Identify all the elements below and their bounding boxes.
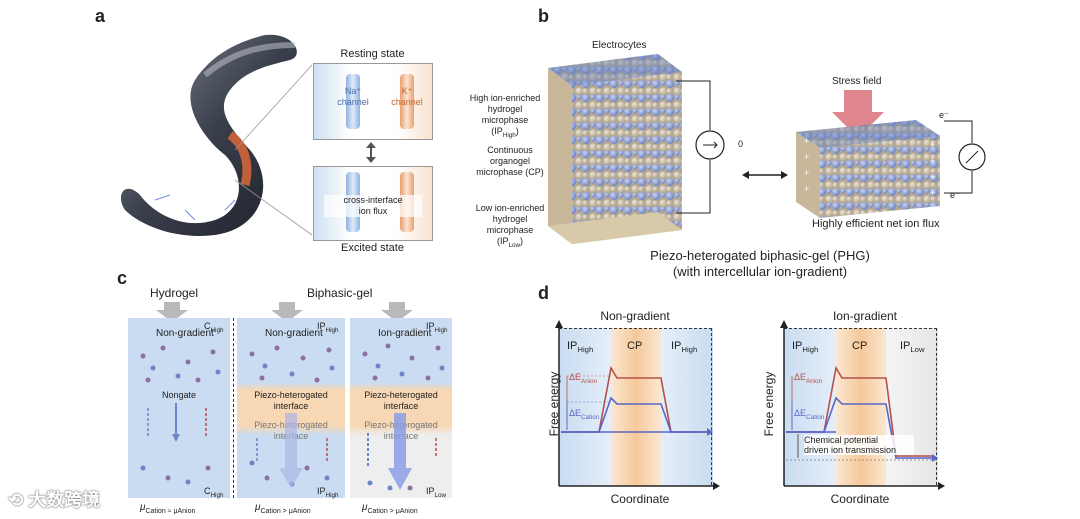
col3-ip-high: IPHigh (426, 321, 448, 334)
d-right-delta-anion: ΔEAnion (794, 372, 823, 385)
svg-text:+: + (930, 172, 935, 182)
hydrogel-heading: Hydrogel (150, 286, 199, 300)
svg-text:+: + (930, 188, 935, 198)
d-right-delta-cation: ΔECation (794, 408, 825, 421)
d-left-zone-label-3: IPHigh (671, 340, 698, 355)
d-left-zone-label-1: IPHigh (567, 340, 594, 355)
svg-text:+: + (804, 168, 809, 178)
col1-c-high: CHigh (204, 321, 224, 334)
d-left-zone-ip-high-2 (661, 328, 713, 486)
col3-interface-label: Piezo-heterogated interface (364, 390, 438, 411)
d-left-zone-cp (611, 328, 661, 486)
excited-state-title: Excited state (341, 242, 404, 254)
col1-nongate-label: Nongate (162, 390, 197, 400)
watermark: ⟲ 大数跨境 (8, 490, 101, 510)
switch-arrow-icon (742, 171, 788, 179)
d-left-ylabel: Free energy (547, 371, 561, 437)
col3-mu-relation: μCation > μAnion (362, 502, 418, 515)
d-right-energy-curves (786, 365, 938, 462)
resting-state-box: Na⁺ channel K⁺ channel (313, 63, 433, 140)
col3-top-label: Ion-gradient (378, 328, 432, 339)
k-channel-label: K⁺ channel (391, 86, 423, 107)
d-right-zone-ip-high (784, 328, 836, 486)
col2-ip-high: IPHigh (317, 321, 339, 334)
electron-label-bottom: e⁻ (950, 190, 960, 200)
d-right-note: Chemical potential driven ion transmissi… (804, 435, 914, 455)
cp-label: Continuous organogel microphase (CP) (476, 145, 544, 177)
biphasic-ion-gradient-column: Ion-gradient IPHigh Piezo-heterogated in… (350, 318, 452, 499)
d-left-energy-curves (561, 365, 713, 436)
d-right-zone-label-1: IPHigh (792, 340, 819, 355)
d-left-frame (559, 328, 712, 485)
svg-text:+: + (930, 140, 935, 150)
col2-ip-high-bottom: IPHigh (317, 486, 339, 499)
d-right-zone-label-2: CP (852, 340, 868, 352)
net-ion-flux-label: Highly efficient net ion flux (812, 218, 940, 230)
resting-circuit (676, 80, 725, 214)
d-left-plot: IPHigh CP IPHigh ΔEAnion ΔECation (559, 328, 713, 486)
d-right-title: Ion-gradient (832, 309, 898, 323)
electric-organ-label: Electric organ (176, 147, 209, 170)
col1-c-high-bottom: CHigh (204, 486, 224, 499)
excited-circuit (944, 120, 986, 194)
d-left-zone-label-2: CP (627, 340, 643, 352)
panel-label-a: a (95, 6, 106, 26)
hydrogel-column: Non-gradient CHigh Nongate CHigh (128, 318, 230, 499)
stress-field-label: Stress field (832, 76, 882, 87)
d-right-frame (784, 328, 937, 485)
column-divider (233, 318, 234, 498)
col3-ip-low-bottom: IPLow (426, 486, 447, 499)
electric-eel-illustration (120, 34, 297, 236)
svg-text:+: + (804, 152, 809, 162)
d-right-axes (780, 320, 945, 490)
svg-text:+: + (930, 156, 935, 166)
d-left-delta-cation: ΔECation (569, 408, 600, 421)
press-arrows (156, 302, 413, 322)
biphasic-heading: Biphasic-gel (307, 286, 373, 300)
d-left-zone-ip-high-1 (559, 328, 611, 486)
d-left-title: Non-gradient (600, 309, 670, 323)
d-right-plot: IPHigh CP IPLow ΔEAnion ΔECation Chemica… (784, 328, 938, 486)
panel-label-d: d (538, 283, 549, 303)
panel-label-b: b (538, 6, 549, 26)
d-right-ylabel: Free energy (762, 371, 776, 437)
na-channel-icon (346, 74, 360, 129)
zoom-lines (234, 64, 313, 236)
col1-ion-particles (140, 345, 221, 485)
phg-caption: Piezo-heterogated biphasic-gel (PHG) (wi… (650, 248, 870, 279)
col2-ion-particles (249, 345, 335, 488)
electrocytes-label: Electrocytes (592, 40, 647, 51)
col3-ion-particles (362, 343, 445, 491)
double-arrow-icon (366, 142, 376, 163)
resting-state-title: Resting state (340, 48, 405, 60)
col1-top-label: Non-gradient (156, 328, 214, 339)
high-ip-label: High ion-enriched hydrogel microphase (I… (469, 93, 541, 139)
svg-text:+: + (804, 184, 809, 194)
meter-zero-label: 0 (738, 139, 744, 149)
d-right-zone-ip-low (886, 328, 938, 486)
d-right-zone-label-3: IPLow (900, 340, 925, 355)
stress-arrow-icon (832, 90, 884, 138)
na-channel-label: Na⁺ channel (337, 86, 369, 107)
d-right-xlabel: Coordinate (830, 492, 890, 506)
col2-mu-relation: μCation > μAnion (255, 502, 311, 515)
compressed-gel-cube: + + + + + + + + (796, 120, 940, 218)
svg-text:+: + (804, 136, 809, 146)
d-left-xlabel: Coordinate (610, 492, 670, 506)
d-right-zone-cp (836, 328, 886, 486)
excited-state-box: cross-interface ion flux (313, 166, 433, 241)
k-channel-icon (400, 74, 414, 129)
low-ip-label: Low ion-enriched hydrogel microphase (IP… (475, 203, 545, 249)
biphasic-non-gradient-column: Non-gradient IPHigh Piezo-heterogated in… (237, 318, 345, 499)
col1-mu-relation: μCation ≈ μAnion (140, 502, 196, 515)
d-left-delta-anion: ΔEAnion (569, 372, 598, 385)
col2-interface-label: Piezo-heterogated interface (254, 390, 328, 411)
d-left-axes (555, 320, 720, 490)
col2-top-label: Non-gradient (265, 328, 323, 339)
cross-interface-label: cross-interface ion flux (324, 195, 422, 217)
watermark-logo-icon: ⟲ (8, 490, 24, 510)
electron-label-top: e⁻ (939, 110, 949, 120)
panel-label-c: c (117, 268, 128, 288)
electrocyte-gel-cube (548, 54, 682, 244)
